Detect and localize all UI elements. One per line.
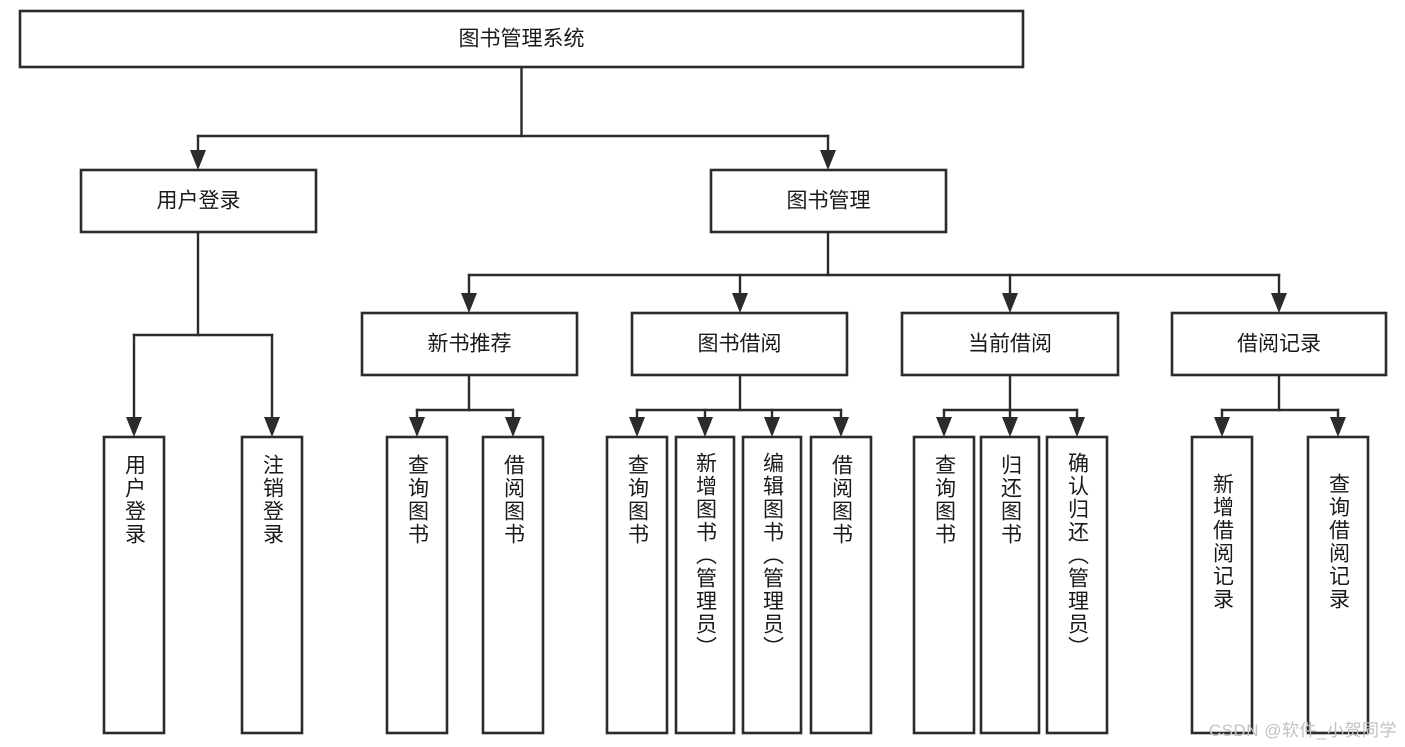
arrow-head-leaf-confirm-return xyxy=(1069,417,1085,437)
node-root-box[interactable] xyxy=(18,9,1025,69)
arrow-head-leaf-query-book-3 xyxy=(936,417,952,437)
leaf-node-return-book[interactable]: 归还图书 xyxy=(979,435,1041,735)
arrow-head-leaf-borrow-book-2 xyxy=(833,417,849,437)
connectors-new-book-recommend-to-leaves xyxy=(409,373,521,437)
node-current-borrow[interactable]: 当前借阅 xyxy=(900,311,1120,377)
arrow-head-leaf-logout-login xyxy=(264,417,280,437)
leaf-borrow-book-1-label: 借阅图书 xyxy=(502,454,526,546)
leaf-edit-book-label: 编辑图书（管理员） xyxy=(761,452,785,659)
arrow-head-user-login xyxy=(190,150,206,170)
connectors-user-login-to-leaves xyxy=(126,230,280,437)
connectors-book-borrow-to-leaves xyxy=(629,373,849,437)
leaf-add-record-label: 新增借阅记录 xyxy=(1211,473,1235,611)
leaf-confirm-return-box[interactable] xyxy=(1045,435,1109,735)
node-borrow-record[interactable]: 借阅记录 xyxy=(1170,311,1388,377)
leaf-node-edit-book[interactable]: 编辑图书（管理员） xyxy=(741,435,803,735)
connectors-root-to-level2 xyxy=(190,65,836,170)
leaf-query-book-2-label: 查询图书 xyxy=(626,454,650,546)
node-borrow-record-label: 借阅记录 xyxy=(1237,333,1321,356)
arrow-head-new-book-recommend xyxy=(461,293,477,313)
node-user-login[interactable]: 用户登录 xyxy=(79,168,318,234)
leaf-borrow-book-2-box[interactable] xyxy=(809,435,873,735)
leaf-confirm-return-label: 确认归还（管理员） xyxy=(1066,452,1090,659)
arrow-head-current-borrow xyxy=(1002,293,1018,313)
leaf-node-query-record[interactable]: 查询借阅记录 xyxy=(1306,435,1370,735)
arrow-head-book-management xyxy=(820,150,836,170)
leaf-logout-login-label: 注销登录 xyxy=(261,454,285,546)
connectors-book-management-to-level3 xyxy=(461,230,1287,313)
leaf-node-add-book[interactable]: 新增图书（管理员） xyxy=(674,435,736,735)
leaf-add-book-box[interactable] xyxy=(674,435,736,735)
leaf-logout-login-box[interactable] xyxy=(240,435,304,735)
node-book-borrow-box[interactable] xyxy=(630,311,849,377)
node-book-management-box[interactable] xyxy=(709,168,948,234)
leaf-query-book-1-label: 查询图书 xyxy=(406,454,430,546)
arrow-head-leaf-return-book xyxy=(1002,417,1018,437)
node-book-management-label: 图书管理 xyxy=(787,190,871,213)
leaf-query-book-3-box[interactable] xyxy=(912,435,976,735)
leaf-user-login-label: 用户登录 xyxy=(123,454,147,546)
leaf-node-borrow-book-1[interactable]: 借阅图书 xyxy=(481,435,545,735)
node-new-book-recommend-label: 新书推荐 xyxy=(428,333,512,356)
node-current-borrow-box[interactable] xyxy=(900,311,1120,377)
connectors-current-borrow-to-leaves xyxy=(936,373,1085,437)
node-new-book-recommend[interactable]: 新书推荐 xyxy=(360,311,579,377)
node-book-borrow[interactable]: 图书借阅 xyxy=(630,311,849,377)
arrow-head-leaf-user-login xyxy=(126,417,142,437)
leaf-query-record-label: 查询借阅记录 xyxy=(1327,473,1351,611)
node-current-borrow-label: 当前借阅 xyxy=(968,333,1052,356)
leaf-edit-book-box[interactable] xyxy=(741,435,803,735)
leaf-return-book-box[interactable] xyxy=(979,435,1041,735)
arrow-head-leaf-add-book xyxy=(697,417,713,437)
leaf-node-confirm-return[interactable]: 确认归还（管理员） xyxy=(1045,435,1109,735)
leaf-node-query-book-2[interactable]: 查询图书 xyxy=(605,435,669,735)
leaf-node-add-record[interactable]: 新增借阅记录 xyxy=(1190,435,1254,735)
node-new-book-recommend-box[interactable] xyxy=(360,311,579,377)
arrow-head-borrow-record xyxy=(1271,293,1287,313)
node-book-management[interactable]: 图书管理 xyxy=(709,168,948,234)
connectors-borrow-record-to-leaves xyxy=(1214,373,1346,437)
node-user-login-label: 用户登录 xyxy=(157,190,241,213)
node-borrow-record-box[interactable] xyxy=(1170,311,1388,377)
leaf-borrow-book-1-box[interactable] xyxy=(481,435,545,735)
arrow-head-leaf-edit-book xyxy=(764,417,780,437)
leaf-node-borrow-book-2[interactable]: 借阅图书 xyxy=(809,435,873,735)
arrow-head-leaf-query-book-2 xyxy=(629,417,645,437)
leaf-return-book-label: 归还图书 xyxy=(999,454,1023,546)
leaf-add-record-box[interactable] xyxy=(1190,435,1254,735)
leaf-node-user-login[interactable]: 用户登录 xyxy=(102,435,166,735)
leaf-node-query-book-3[interactable]: 查询图书 xyxy=(912,435,976,735)
csdn-watermark: CSDN @软件_小贺同学 xyxy=(1208,721,1397,740)
node-root[interactable]: 图书管理系统 xyxy=(18,9,1025,69)
leaf-node-query-book-1[interactable]: 查询图书 xyxy=(385,435,449,735)
leaf-node-logout-login[interactable]: 注销登录 xyxy=(240,435,304,735)
arrow-head-leaf-query-book-1 xyxy=(409,417,425,437)
node-book-borrow-label: 图书借阅 xyxy=(698,333,782,356)
arrow-head-book-borrow xyxy=(732,293,748,313)
arrow-head-leaf-query-record xyxy=(1330,417,1346,437)
arrow-head-leaf-borrow-book-1 xyxy=(505,417,521,437)
node-root-label: 图书管理系统 xyxy=(459,28,585,51)
leaf-query-book-2-box[interactable] xyxy=(605,435,669,735)
leaf-query-record-box[interactable] xyxy=(1306,435,1370,735)
leaf-borrow-book-2-label: 借阅图书 xyxy=(830,454,854,546)
node-user-login-box[interactable] xyxy=(79,168,318,234)
leaf-query-book-3-label: 查询图书 xyxy=(933,454,957,546)
arrow-head-leaf-add-record xyxy=(1214,417,1230,437)
leaf-query-book-1-box[interactable] xyxy=(385,435,449,735)
leaf-user-login-box[interactable] xyxy=(102,435,166,735)
leaf-add-book-label: 新增图书（管理员） xyxy=(694,452,718,659)
